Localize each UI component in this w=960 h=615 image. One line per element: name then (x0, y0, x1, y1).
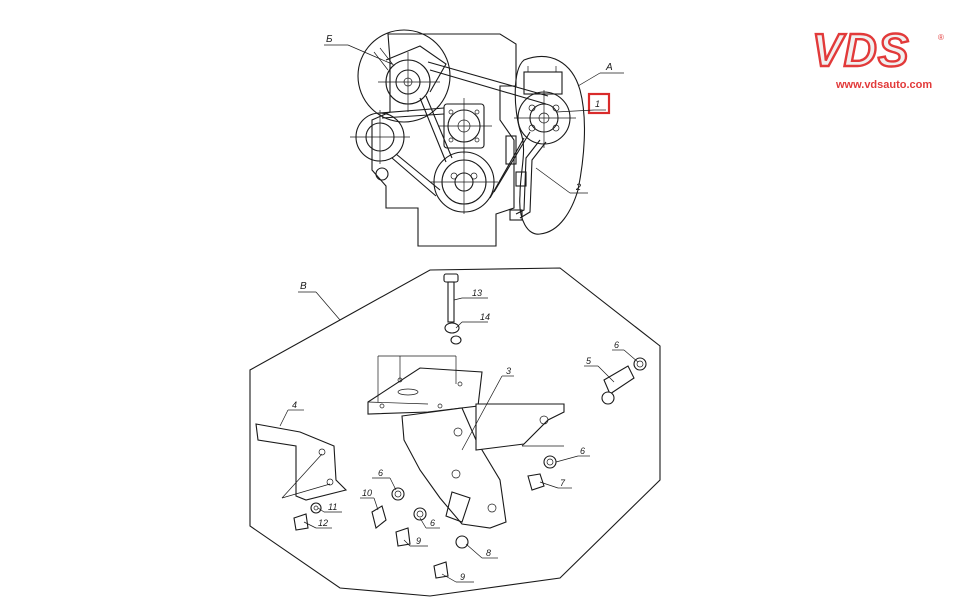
label-a: А (605, 62, 613, 73)
callout-4: 4 (292, 400, 297, 410)
callout-3: 3 (506, 366, 511, 376)
small-bracket-4 (255, 423, 348, 501)
part-callouts: 13 14 3 5 6 4 6 6 7 10 11 12 6 9 8 9 (279, 288, 639, 583)
compressor-area-outline (514, 56, 585, 235)
bolt-13 (443, 273, 459, 323)
label-v: В (300, 281, 307, 292)
callout-14: 14 (480, 312, 490, 322)
bracket-assembly-view: В (249, 267, 661, 597)
highlight-box-part-1 (587, 92, 611, 115)
callout-6a: 6 (614, 340, 619, 350)
main-bracket (367, 355, 565, 529)
callout-7: 7 (560, 478, 566, 488)
engine-block-outline (371, 33, 517, 247)
callout-10: 10 (362, 488, 372, 498)
nut-14 (444, 322, 462, 345)
callout-13: 13 (472, 288, 482, 298)
callout-9b: 9 (460, 572, 465, 582)
logo-url: www.vdsauto.com (835, 79, 932, 91)
logo-brand: VDS (812, 24, 910, 76)
spacer-5 (601, 357, 647, 405)
upper-labels: Б А 1 2 (324, 34, 624, 194)
label-b: Б (326, 34, 333, 45)
drive-belts (379, 61, 549, 199)
callout-6d: 6 (430, 518, 435, 528)
callout-9a: 9 (416, 536, 421, 546)
idler-pulley (350, 110, 410, 181)
callout-1: 1 (595, 99, 600, 109)
callout-8: 8 (486, 548, 491, 558)
vds-logo: VDS ® www.vdsauto.com (811, 23, 944, 91)
compressor-unit (514, 66, 576, 148)
callout-6b: 6 (580, 446, 585, 456)
callout-5: 5 (586, 356, 592, 366)
callout-11: 11 (328, 502, 337, 512)
callout-6c: 6 (378, 468, 383, 478)
callout-2: 2 (575, 182, 581, 192)
crankshaft-pulley (430, 148, 498, 214)
pipe-lines (505, 135, 547, 221)
alternator-pulley (357, 29, 451, 123)
engine-front-view: Б А 1 2 (324, 29, 624, 247)
detail-view-outline (249, 267, 661, 597)
water-pump (438, 98, 492, 154)
callout-12: 12 (318, 518, 328, 528)
logo-registered-mark: ® (938, 33, 944, 42)
